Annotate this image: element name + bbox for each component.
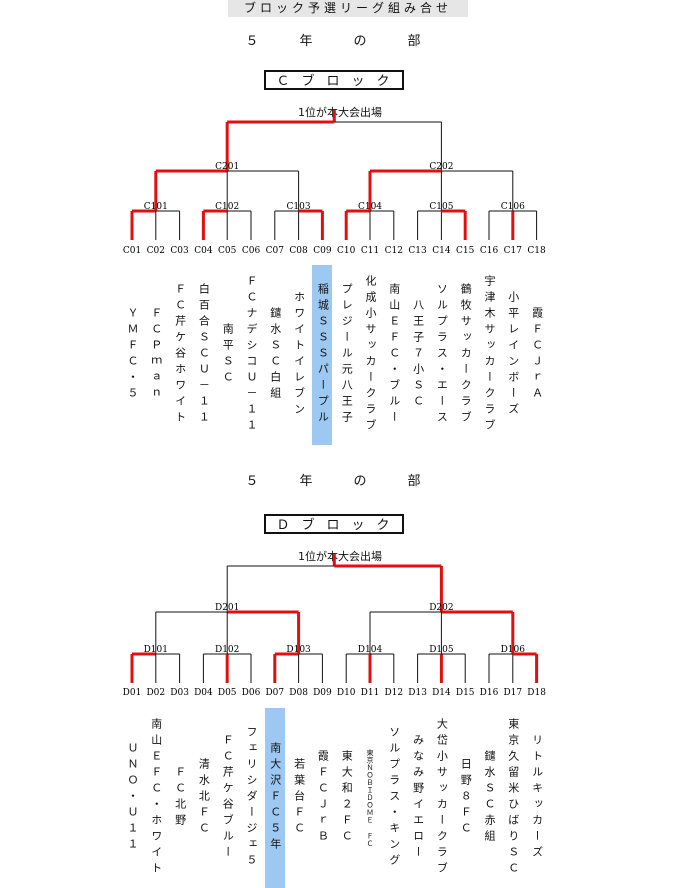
team-code: C11 — [361, 246, 379, 256]
team-name: 霞ＦＣＪｒＢ — [316, 750, 330, 846]
team-code: D04 — [194, 688, 213, 698]
winner-label-d: 1位が本大会出場 — [298, 550, 382, 563]
team-code: D01 — [123, 688, 142, 698]
group-label: C106 — [501, 202, 525, 212]
team-name: 鑓水ＳＣ白組 — [268, 307, 282, 403]
team-name: ホワイトイレブン — [292, 291, 306, 419]
team-name: 化成小サッカークラブ — [364, 275, 377, 435]
team-name: 東大和２ＦＣ — [340, 750, 354, 846]
team-code: C12 — [385, 246, 403, 256]
team-code: D17 — [503, 688, 522, 698]
grade-title-d: ５ 年 の 部 — [245, 474, 435, 489]
team-name: 南山ＥＦＣ・ブルー — [387, 283, 401, 427]
group-label: C101 — [144, 202, 168, 212]
group-label: D104 — [358, 645, 383, 655]
team-name: 南山ＥＦＣ・ホワイト — [149, 718, 163, 878]
group-label: D103 — [286, 645, 311, 655]
team-code: C10 — [337, 246, 356, 256]
team-name: みなみ野イエロー — [411, 734, 425, 862]
team-name: 白百合ＳＣＵ－１１ — [197, 283, 211, 427]
team-name: フェリシダージェ５ — [245, 726, 258, 870]
team-code: D13 — [408, 688, 427, 698]
semi-label: D202 — [429, 603, 453, 613]
team-name: ＹＭＦＣ・５ — [126, 307, 139, 403]
semi-label: C202 — [429, 162, 453, 172]
team-name: ソルプラス・キング — [387, 726, 401, 870]
semi-label: C201 — [215, 162, 239, 172]
page-header-title: ブロック予選リーグ組み合せ — [228, 0, 468, 17]
team-code: D11 — [361, 688, 380, 698]
group-label: D105 — [429, 645, 454, 655]
group-label: D101 — [144, 645, 168, 655]
team-code: C07 — [266, 246, 285, 256]
team-code: C17 — [504, 246, 523, 256]
team-code: D07 — [265, 688, 284, 698]
group-label: D102 — [215, 645, 239, 655]
team-name: 清水北ＦＣ — [197, 758, 211, 838]
team-code: C13 — [408, 246, 427, 256]
team-name: ソルプラス・エース — [435, 283, 449, 427]
team-code: D15 — [456, 688, 475, 698]
team-code: C02 — [147, 246, 165, 256]
team-name: 南平ＳＣ — [221, 323, 235, 387]
team-name: 鶴牧サッカークラブ — [459, 283, 473, 427]
winner-label-c: 1位が本大会出場 — [298, 106, 382, 119]
block-label-d: Ｄブロック — [264, 514, 404, 534]
team-name: 大岱小サッカークラブ — [435, 718, 449, 878]
group-label: C103 — [287, 202, 311, 212]
team-code: C14 — [432, 246, 451, 256]
team-code: C01 — [123, 246, 141, 256]
team-name: ＦＣ芹ケ谷ホワイト — [173, 283, 187, 427]
team-name: 八王子７小ＳＣ — [411, 299, 425, 411]
team-name: 小平レインボーズ — [506, 291, 520, 419]
team-name: プレジール元八王子 — [340, 283, 354, 427]
team-name: ＦＣ芹ケ谷ブルー — [221, 734, 235, 862]
team-code: C18 — [527, 246, 546, 256]
team-name: ＵＮＯ・Ｕ１１ — [126, 742, 139, 854]
team-code: C08 — [289, 246, 308, 256]
team-name: ＦＣ北野 — [173, 766, 187, 830]
team-code: C04 — [194, 246, 213, 256]
team-code: C03 — [170, 246, 189, 256]
group-label: C102 — [215, 202, 239, 212]
team-name: 東京ＮＯＢＩＤＯＭＥ ＦＣ — [366, 748, 374, 848]
team-name: リトルキッカーズ — [530, 734, 544, 862]
grade-title-c: ５ 年 の 部 — [245, 34, 435, 49]
team-name: 若葉台ＦＣ — [292, 758, 306, 838]
team-name: 東京久留米ひばりＳＣ — [506, 718, 520, 878]
team-code: C16 — [480, 246, 499, 256]
team-code: D08 — [289, 688, 308, 698]
team-name: 宇津木サッカークラブ — [483, 275, 496, 435]
team-code: D06 — [242, 688, 261, 698]
team-code: D03 — [170, 688, 189, 698]
team-name: 鑓水ＳＣ赤組 — [483, 750, 496, 846]
team-name: 霞ＦＣＪｒＡ — [530, 307, 544, 403]
team-code: D12 — [384, 688, 403, 698]
team-name: 日野８ＦＣ — [459, 758, 473, 838]
team-code: C06 — [242, 246, 261, 256]
team-name: 南大沢ＦＣ５年 — [264, 708, 285, 888]
team-code: C09 — [313, 246, 332, 256]
group-label: D106 — [501, 645, 526, 655]
team-code: D14 — [432, 688, 451, 698]
team-code: D02 — [146, 688, 165, 698]
team-code: C05 — [218, 246, 237, 256]
team-name: ＦＣＰｍａｎ — [149, 307, 163, 403]
team-code: D09 — [313, 688, 332, 698]
team-code: C15 — [456, 246, 475, 256]
team-name: ＦＣナデシコＵ－１１ — [245, 275, 258, 435]
team-code: D05 — [218, 688, 237, 698]
group-label: C105 — [429, 202, 453, 212]
semi-label: D201 — [215, 603, 239, 613]
team-code: D18 — [527, 688, 546, 698]
group-label: C104 — [358, 202, 382, 212]
team-name: 稲城ＳＳＳパープル — [312, 265, 333, 445]
block-label-c: Ｃブロック — [264, 70, 404, 90]
team-code: D10 — [337, 688, 356, 698]
team-code: D16 — [480, 688, 499, 698]
